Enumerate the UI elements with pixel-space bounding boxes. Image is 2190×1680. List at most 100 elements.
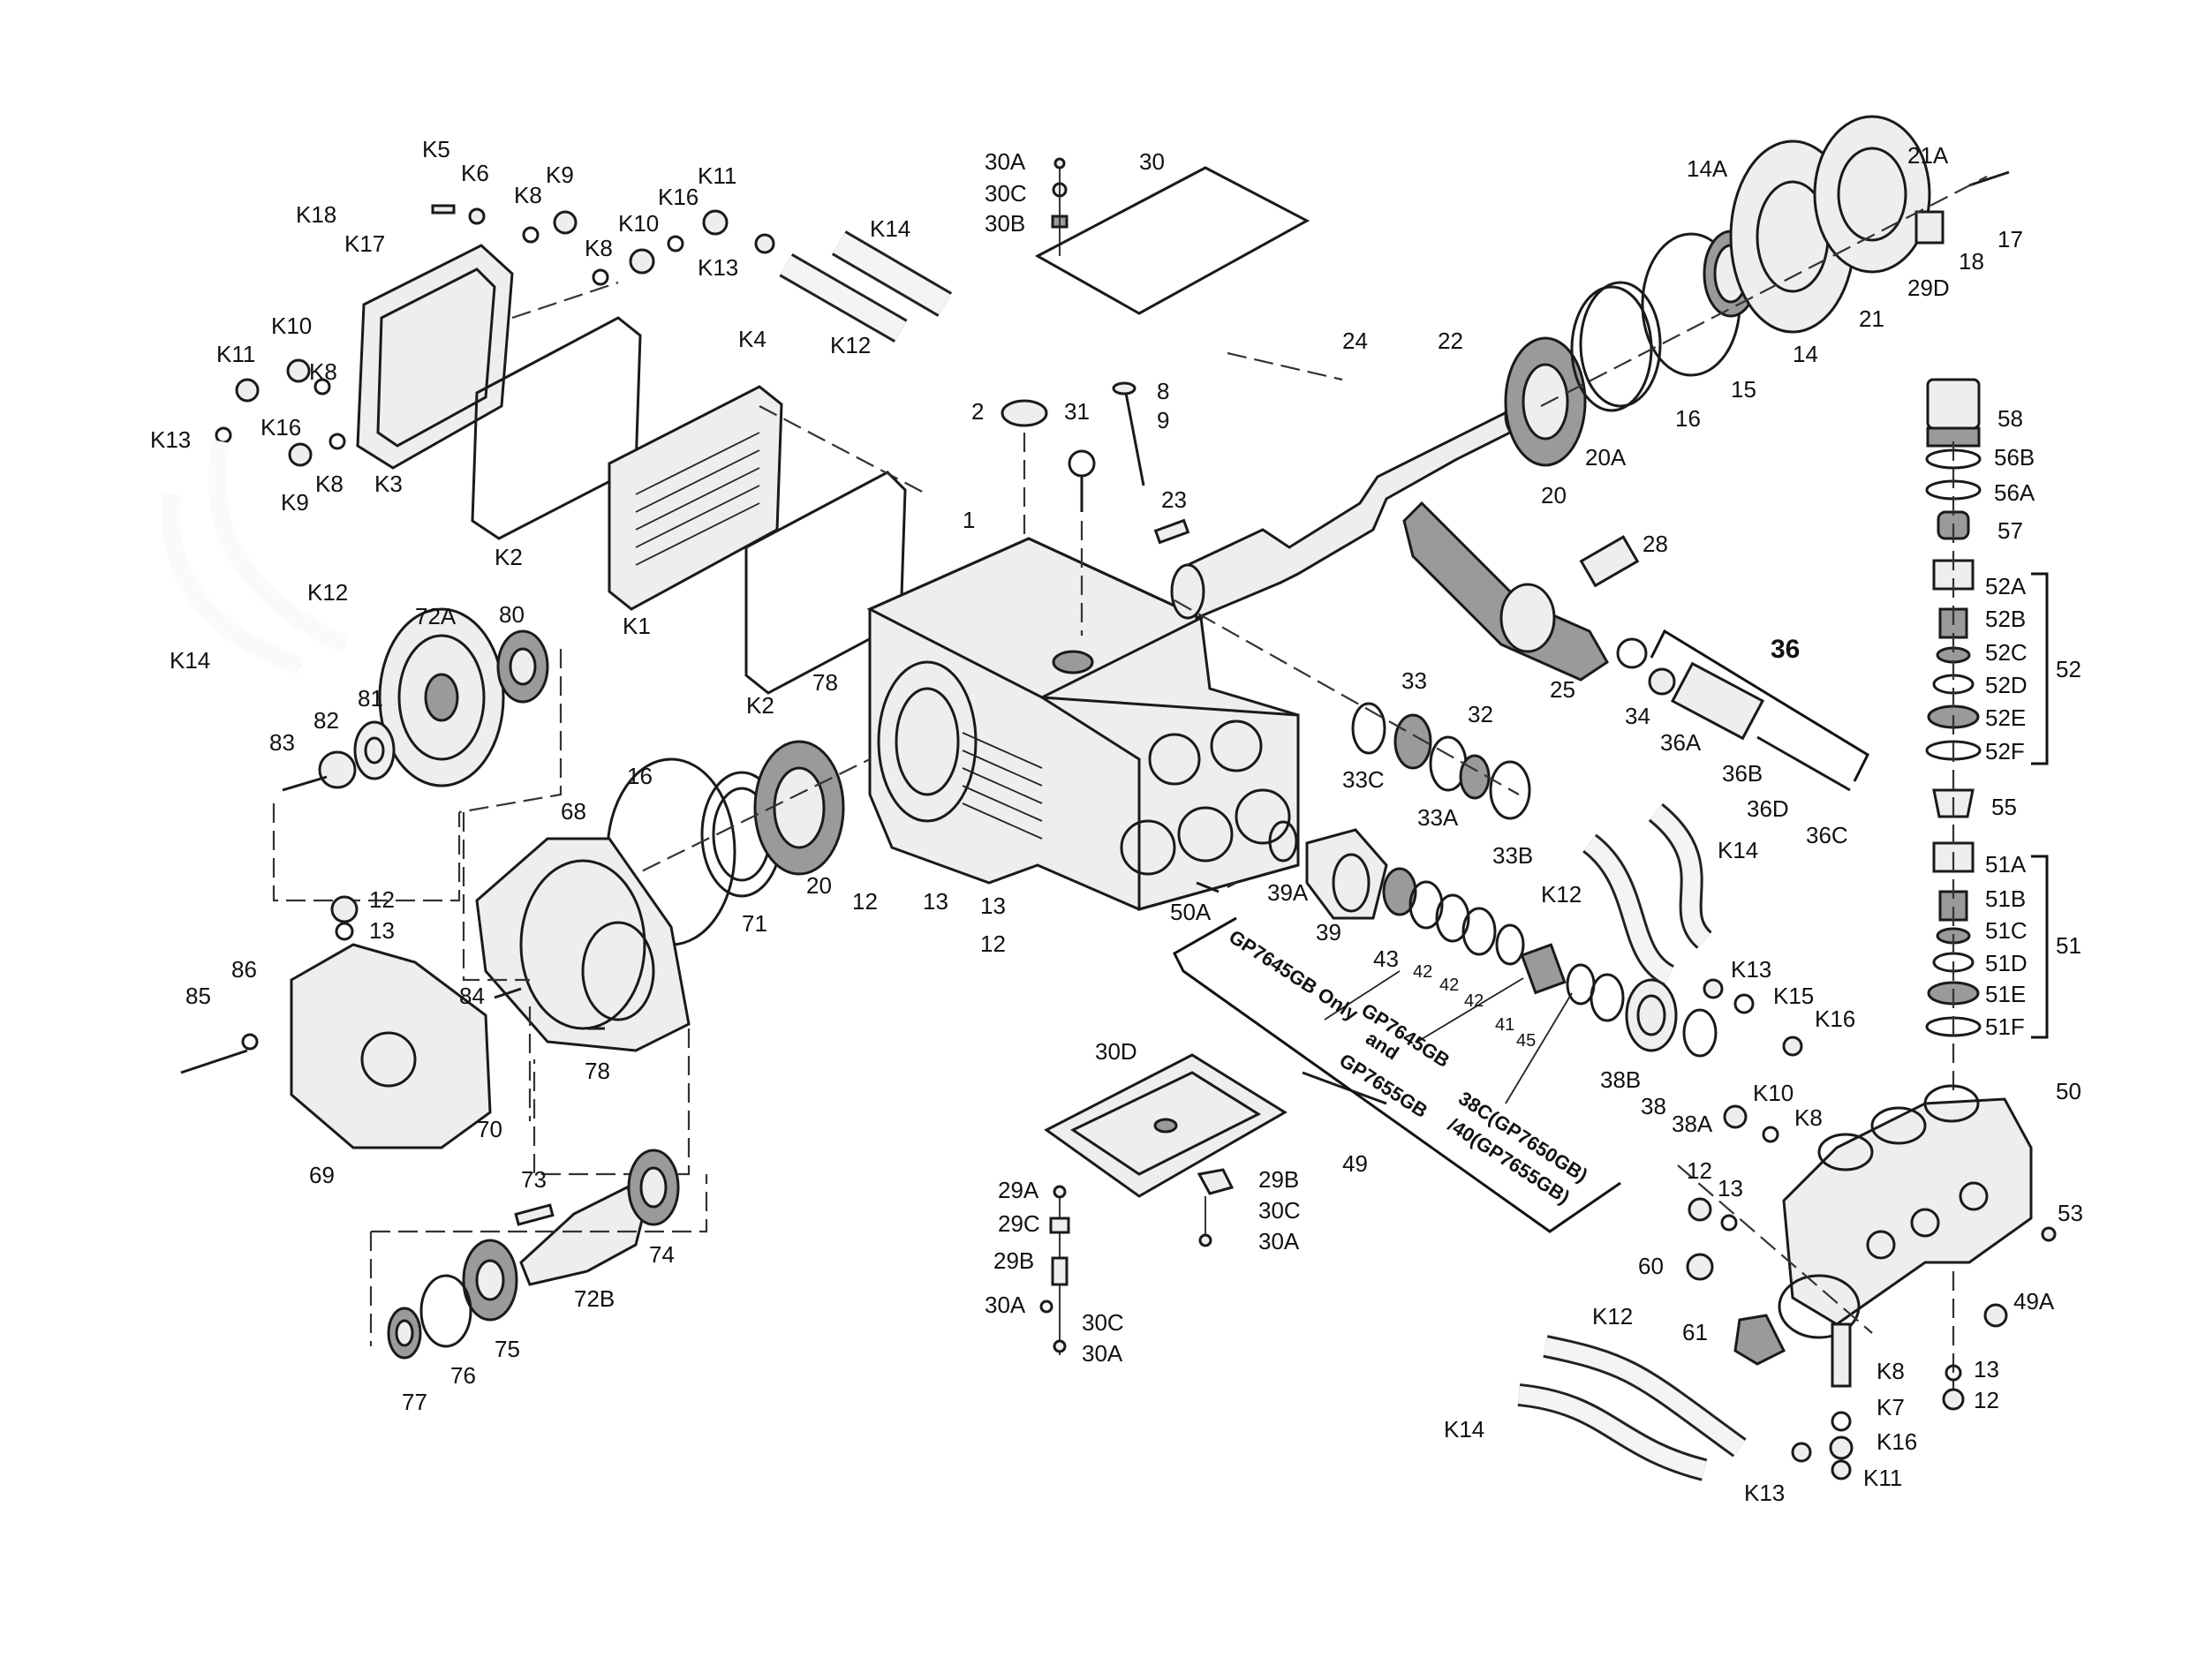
- gear-reducer-group: [180, 607, 871, 1360]
- label-20a: 20A: [1585, 444, 1627, 471]
- label-13: 13: [1718, 1175, 1743, 1202]
- label-41: 41: [1495, 1015, 1514, 1035]
- part-k3-cover: [356, 244, 514, 470]
- label-51f: 51F: [1985, 1013, 2025, 1040]
- label-49a: 49A: [2013, 1288, 2055, 1315]
- label-16: 16: [1675, 405, 1701, 432]
- label-60: 60: [1638, 1253, 1664, 1279]
- label-36a: 36A: [1660, 729, 1702, 756]
- label-51c: 51C: [1985, 917, 2028, 944]
- label-36c: 36C: [1806, 822, 1848, 848]
- label-9: 9: [1157, 407, 1169, 433]
- label-18: 18: [1959, 248, 1984, 275]
- label-17: 17: [1997, 226, 2023, 252]
- part-58-plug: [1926, 378, 1981, 430]
- label-77: 77: [402, 1389, 427, 1415]
- label-k8: K8: [1794, 1104, 1823, 1131]
- label-30a: 30A: [985, 1292, 1026, 1318]
- part-76-oring: [419, 1274, 472, 1348]
- label-36: 36: [1771, 635, 1800, 664]
- label-33b: 33B: [1492, 842, 1533, 869]
- label-51d: 51D: [1985, 950, 2028, 976]
- part-38b-ring: [1590, 973, 1625, 1022]
- part-31-eyebolt: [1068, 449, 1096, 478]
- part-83-bolt: [282, 775, 328, 792]
- label-55: 55: [1991, 794, 2017, 820]
- label-13: 13: [923, 888, 948, 915]
- label-k17: K17: [344, 230, 385, 257]
- label-k8: K8: [514, 182, 542, 208]
- label-21: 21: [1859, 305, 1884, 332]
- part-36b-plunger: [1670, 661, 1765, 741]
- label-78: 78: [585, 1058, 610, 1084]
- label-k16: K16: [261, 414, 301, 441]
- label-76: 76: [450, 1362, 476, 1389]
- part-42-ring-b: [1435, 893, 1470, 943]
- label-61: 61: [1682, 1319, 1708, 1345]
- part-85-bolt: [180, 1049, 248, 1074]
- part-29d-bracket: [1914, 210, 1945, 245]
- label-30c: 30C: [985, 180, 1027, 207]
- label-29c: 29C: [998, 1210, 1040, 1237]
- part-49-stud: [1302, 1071, 1387, 1105]
- label-23: 23: [1161, 486, 1187, 513]
- part-45-spring: [1520, 943, 1567, 995]
- label-22: 22: [1438, 328, 1463, 354]
- label-50: 50: [2056, 1078, 2081, 1104]
- part-28-wristpin: [1579, 535, 1640, 588]
- label-k10: K10: [1753, 1080, 1794, 1106]
- label-30a: 30A: [1082, 1340, 1123, 1367]
- label-53: 53: [2058, 1200, 2083, 1226]
- label-83: 83: [269, 729, 295, 756]
- part-34-washer: [1616, 637, 1648, 669]
- label-52d: 52D: [1985, 672, 2028, 698]
- label-k10: K10: [618, 210, 659, 237]
- label-52e: 52E: [1985, 704, 2026, 731]
- part-42-ring-c: [1461, 907, 1497, 956]
- crankcase-cover-group: [162, 204, 953, 695]
- label-78: 78: [812, 669, 838, 696]
- part-32-ring: [1459, 754, 1491, 800]
- label-45: 45: [1516, 1031, 1536, 1051]
- note-gp7645-only: GP7645GB Only: [1225, 925, 1363, 1025]
- label-29b: 29B: [993, 1247, 1034, 1274]
- part-60-plug: [1686, 1253, 1714, 1281]
- label-24: 24: [1342, 328, 1368, 354]
- part-69-gear-cover: [290, 943, 492, 1149]
- label-49: 49: [1342, 1150, 1368, 1177]
- label-38: 38: [1641, 1093, 1666, 1119]
- label-13: 13: [980, 893, 1006, 919]
- label-36b: 36B: [1722, 760, 1763, 787]
- label-30a: 30A: [985, 148, 1026, 175]
- label-12: 12: [852, 888, 878, 915]
- label-72b: 72B: [574, 1285, 615, 1312]
- label-52c: 52C: [1985, 639, 2028, 666]
- valve-stack-group: [1517, 378, 2057, 1481]
- label-k13: K13: [1744, 1480, 1785, 1506]
- label-12: 12: [1687, 1157, 1712, 1184]
- label-20: 20: [806, 872, 832, 899]
- label-56a: 56A: [1994, 479, 2035, 506]
- label-k8: K8: [315, 471, 344, 497]
- part-38-retainer: [1625, 978, 1678, 1052]
- part-labels: K5 K6 K8 K9 K18 K17 K8 K10 K16 K11 K13 K…: [150, 136, 2083, 1506]
- part-50-manifold: [1782, 1097, 2033, 1326]
- label-30: 30: [1139, 148, 1165, 175]
- label-30c: 30C: [1258, 1197, 1301, 1224]
- label-k13: K13: [698, 254, 738, 281]
- label-39: 39: [1316, 919, 1341, 945]
- bracket-seal-notes: [1173, 916, 1621, 1233]
- label-34: 34: [1625, 703, 1650, 729]
- part-41-ring: [1495, 923, 1525, 966]
- label-58: 58: [1997, 405, 2023, 432]
- part-72b-pinion: [519, 1186, 646, 1286]
- part-38a-ring: [1682, 1008, 1718, 1058]
- label-56b: 56B: [1994, 444, 2035, 471]
- label-33: 33: [1401, 667, 1427, 694]
- label-k13: K13: [150, 426, 191, 453]
- label-k9: K9: [546, 162, 574, 188]
- label-k1: K1: [623, 613, 651, 639]
- part-61-cap: [1733, 1314, 1786, 1366]
- note-gp7645-and-3: GP7655GB: [1335, 1049, 1431, 1122]
- label-k16: K16: [658, 184, 699, 210]
